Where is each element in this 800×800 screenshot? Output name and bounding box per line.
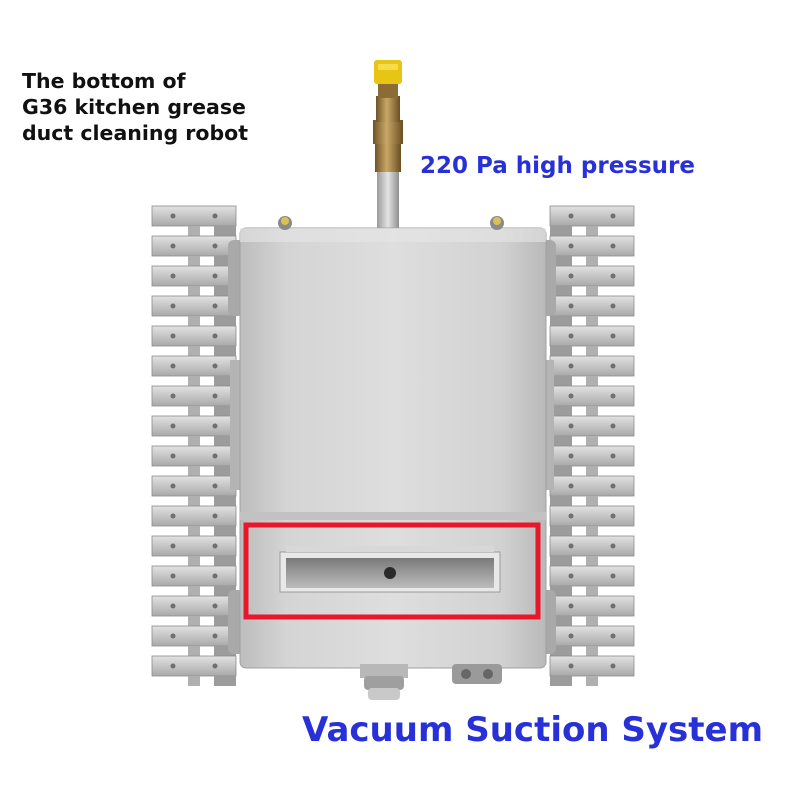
track-segment bbox=[549, 415, 635, 446]
caption-line-3: duct cleaning robot bbox=[22, 121, 249, 145]
track-segment bbox=[549, 535, 635, 566]
track-segment bbox=[151, 475, 237, 506]
high-pressure-nozzle bbox=[373, 60, 403, 232]
caption-line-1: The bottom of bbox=[22, 69, 186, 93]
system-label: Vacuum Suction System bbox=[302, 710, 764, 750]
suction-slot bbox=[279, 546, 501, 593]
track-segment bbox=[549, 325, 635, 356]
bottom-outlets bbox=[360, 664, 502, 700]
robot-caption: The bottom of G36 kitchen grease duct cl… bbox=[22, 68, 248, 146]
right-track bbox=[549, 205, 635, 686]
track-segment bbox=[151, 655, 237, 686]
track-segment bbox=[549, 265, 635, 296]
track-segment bbox=[151, 295, 237, 326]
track-segment bbox=[151, 385, 237, 416]
pressure-label: 220 Pa high pressure bbox=[420, 153, 695, 179]
track-segment bbox=[549, 655, 635, 686]
track-segment bbox=[151, 565, 237, 596]
track-segment bbox=[151, 205, 237, 236]
highlight-box bbox=[243, 522, 541, 620]
track-segment bbox=[151, 625, 237, 656]
robot-body bbox=[239, 216, 547, 669]
track-segment bbox=[549, 295, 635, 326]
track-segment bbox=[549, 385, 635, 416]
track-segment bbox=[151, 325, 237, 356]
track-segment bbox=[549, 595, 635, 626]
caption-line-2: G36 kitchen grease bbox=[22, 95, 246, 119]
track-segment bbox=[151, 535, 237, 566]
track-segment bbox=[151, 355, 237, 386]
track-segment bbox=[151, 505, 237, 536]
track-segment bbox=[549, 625, 635, 656]
track-segment bbox=[151, 235, 237, 266]
track-segment bbox=[549, 565, 635, 596]
left-track bbox=[151, 205, 237, 686]
track-segment bbox=[151, 415, 237, 446]
track-segment bbox=[549, 505, 635, 536]
track-segment bbox=[151, 265, 237, 296]
track-segment bbox=[549, 205, 635, 236]
track-segment bbox=[549, 475, 635, 506]
track-segment bbox=[151, 445, 237, 476]
track-segment bbox=[549, 445, 635, 476]
track-segment bbox=[549, 355, 635, 386]
track-segment bbox=[549, 235, 635, 266]
track-segment bbox=[151, 595, 237, 626]
